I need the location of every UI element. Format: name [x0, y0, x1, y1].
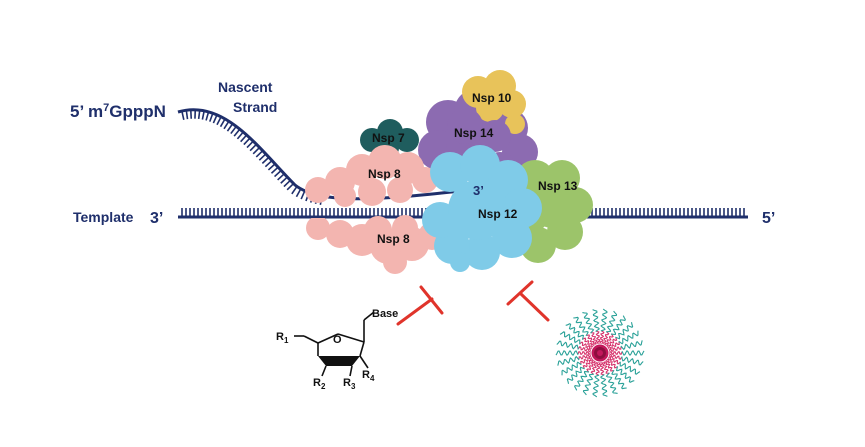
nascent-3prime-label: 3’	[473, 183, 484, 198]
nucleoside-analog-structure-icon	[294, 311, 375, 377]
nanoparticle-arm	[605, 372, 618, 394]
nsp13-label: Nsp 13	[538, 179, 578, 193]
nanoparticle-arm	[592, 309, 600, 332]
nanoparticle-arm	[592, 374, 600, 398]
nsp12-blob	[422, 145, 542, 272]
nsp10-blob	[462, 70, 526, 134]
nanoparticle-arm	[600, 308, 608, 332]
r2-label: R2	[313, 377, 326, 391]
nsp8-top-label: Nsp 8	[368, 167, 401, 181]
nanoparticle-arm	[557, 355, 580, 366]
nsp12-label: Nsp 12	[478, 207, 518, 221]
r1-label: R1	[276, 331, 289, 345]
nascent-label-line2: Strand	[233, 99, 277, 115]
nanoparticle-arm	[565, 323, 585, 340]
nsp8-bottom-label: Nsp 8	[377, 232, 410, 246]
template-5prime-label: 5’	[762, 210, 775, 227]
base-label: Base	[372, 308, 398, 320]
r4-label: R4	[362, 369, 375, 383]
nanoparticle-arm	[621, 349, 645, 357]
r3-label: R3	[343, 377, 356, 391]
nsp7-label: Nsp 7	[372, 131, 405, 145]
nanoparticle-arm	[559, 331, 581, 345]
nanoparticle-arm	[615, 366, 635, 383]
five-prime-cap-label: 5’ m7GpppN	[70, 102, 166, 121]
nanoparticle-arm	[618, 330, 639, 345]
nanoparticle-arm	[582, 373, 594, 396]
nanoparticle-arm	[574, 371, 590, 391]
nanoparticle-arm	[561, 361, 582, 376]
template-label: Template	[73, 209, 134, 225]
nsp7-blob	[360, 119, 419, 159]
nanoparticle-arm	[611, 369, 627, 390]
nanoparticle-arm	[620, 340, 643, 351]
nanoparticle-arm	[555, 349, 579, 357]
nsp10-label: Nsp 10	[472, 91, 512, 105]
nascent-label-line1: Nascent	[218, 79, 273, 95]
nsp14-label: Nsp 14	[454, 126, 494, 140]
ring-oxygen-label: O	[333, 334, 342, 346]
nanoparticle-arm	[582, 312, 595, 334]
nanoparticle-core	[597, 350, 603, 356]
nanoparticle-arm	[556, 340, 579, 350]
nanoparticle-arm	[619, 361, 641, 375]
nanoparticle-arm	[610, 315, 626, 335]
inhibitor-t-bar-icon	[506, 280, 550, 322]
nanoparticle-icon	[555, 308, 645, 398]
rtc-complex	[300, 70, 593, 274]
nanoparticle-arm	[621, 356, 644, 366]
nanoparticle-arm	[573, 316, 589, 337]
inhibitor-t-bar-icon	[396, 285, 444, 326]
template-3prime-label: 3’	[150, 210, 163, 227]
nsp8-bottom-blob	[306, 215, 446, 274]
nanoparticle-arm	[566, 366, 585, 384]
nanoparticle-arm	[600, 374, 608, 397]
nanoparticle-arm	[606, 310, 618, 333]
nanoparticle-arm	[615, 322, 634, 340]
